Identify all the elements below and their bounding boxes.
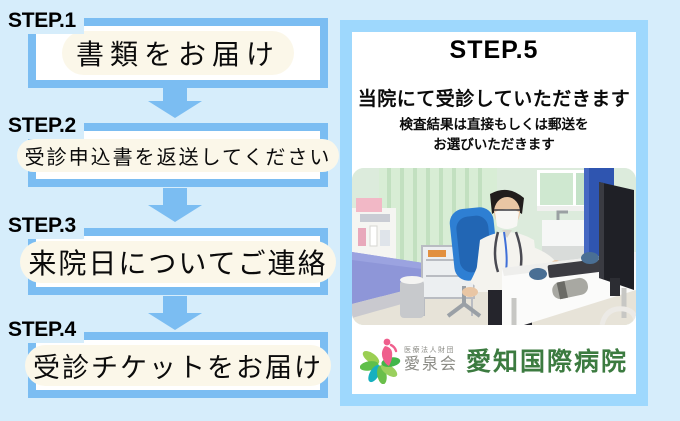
logo-org-block: 医療法人財団 愛泉会 <box>404 347 458 373</box>
step3-box: 来院日についてご連絡 <box>20 228 336 295</box>
consultation-room-illustration <box>352 168 636 325</box>
logo-flower-icon <box>359 338 401 384</box>
step3-text: 来院日についてご連絡 <box>20 240 336 283</box>
spare-chair <box>599 306 636 325</box>
step2-label: STEP.2 <box>8 113 84 139</box>
step1-text: 書類をお届け <box>61 31 294 75</box>
step5-subtitle: 検査結果は直接もしくは郵送を お選びいただきます <box>352 115 636 154</box>
arrow-down-icon <box>148 87 202 118</box>
step2-text: 受診申込書を返送してください <box>16 138 340 172</box>
step1-box: 書類をお届け <box>28 18 328 88</box>
step5-card: STEP.5 当院にて受診していただきます 検査結果は直接もしくは郵送を お選び… <box>340 20 648 406</box>
arrow-down-icon <box>148 296 202 330</box>
monitor <box>599 182 634 296</box>
step4-box: 受診チケットをお届け <box>25 332 331 398</box>
step3-label: STEP.3 <box>8 213 84 239</box>
logo-org-name: 愛泉会 <box>403 356 458 373</box>
step4-label: STEP.4 <box>8 317 84 343</box>
step4-text: 受診チケットをお届け <box>25 344 331 386</box>
step5-label: STEP.5 <box>449 36 539 64</box>
arrow-down-icon <box>148 188 202 222</box>
doctor-consultation-photo <box>352 168 636 325</box>
step5-subtitle-line2: お選びいただきます <box>433 136 555 152</box>
hospital-name: 愛知国際病院 <box>466 349 629 376</box>
step1-label: STEP.1 <box>8 8 84 34</box>
trash-bin <box>400 276 424 318</box>
step5-title: 当院にて受診していただきます <box>357 89 631 110</box>
logo-org-small-text: 医療法人財団 <box>403 346 455 354</box>
desk-items <box>529 252 601 300</box>
step5-subtitle-line1: 検査結果は直接もしくは郵送を <box>399 117 589 132</box>
hospital-logo: 医療法人財団 愛泉会 愛知国際病院 <box>352 330 636 390</box>
step2-box: 受診申込書を返送してください <box>16 123 340 187</box>
